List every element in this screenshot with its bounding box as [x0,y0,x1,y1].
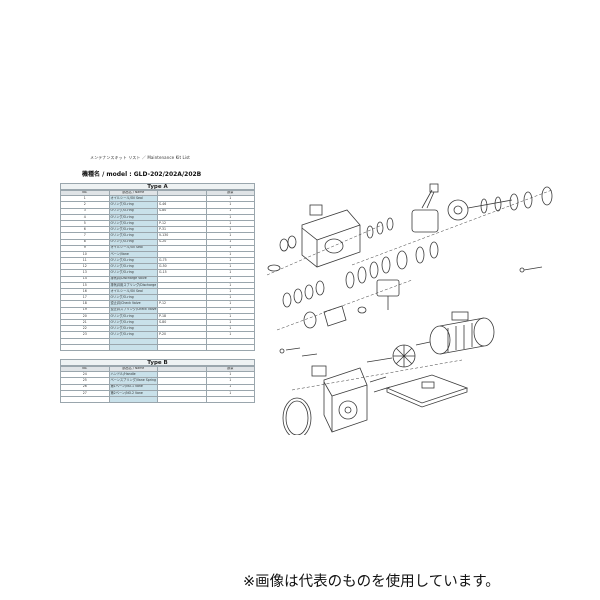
cell-part [157,343,207,351]
o-ring-set-top [267,217,394,272]
disclaimer-note: ※画像は代表のものを使用しています。 [243,574,500,590]
cell-qty [205,343,255,351]
cell-name [108,395,158,404]
valve-components-middle [345,241,439,310]
type-a-header: Type A [60,183,255,190]
motor [415,311,495,355]
table-row [60,343,255,351]
sheet-title: メンテナンスキット リスト ／ Maintenance Kit List [90,155,190,160]
maintenance-kit-sheet: メンテナンスキット リスト ／ Maintenance Kit List 機種名… [60,150,255,435]
screws [279,266,543,393]
cell-qty [205,395,255,404]
cell-no [60,343,110,351]
cooling-fan [366,344,416,368]
cell-name [108,343,158,351]
table-row [60,395,255,404]
gearbox-housing [311,365,368,433]
type-b-header: Type B [60,359,255,366]
pump-head-housing [301,204,361,268]
header-qty: 数量 [205,365,255,373]
exploded-parts-diagram [266,183,553,435]
cell-no [60,395,110,404]
cell-part [157,395,207,404]
o-ring-set-lower [282,280,367,329]
model-line: 機種名 / model : GLD-202/202A/202B [82,171,202,178]
table-header-row: No. 部品名 / Name 数量 [60,189,255,197]
base-plate [385,374,469,408]
header-qty: 数量 [205,189,255,197]
shaft-assembly [411,183,553,233]
gasket-disc [282,397,312,435]
center-lines [266,189,553,391]
table-header-row: No. 部品名 / Name 数量 [60,365,255,373]
